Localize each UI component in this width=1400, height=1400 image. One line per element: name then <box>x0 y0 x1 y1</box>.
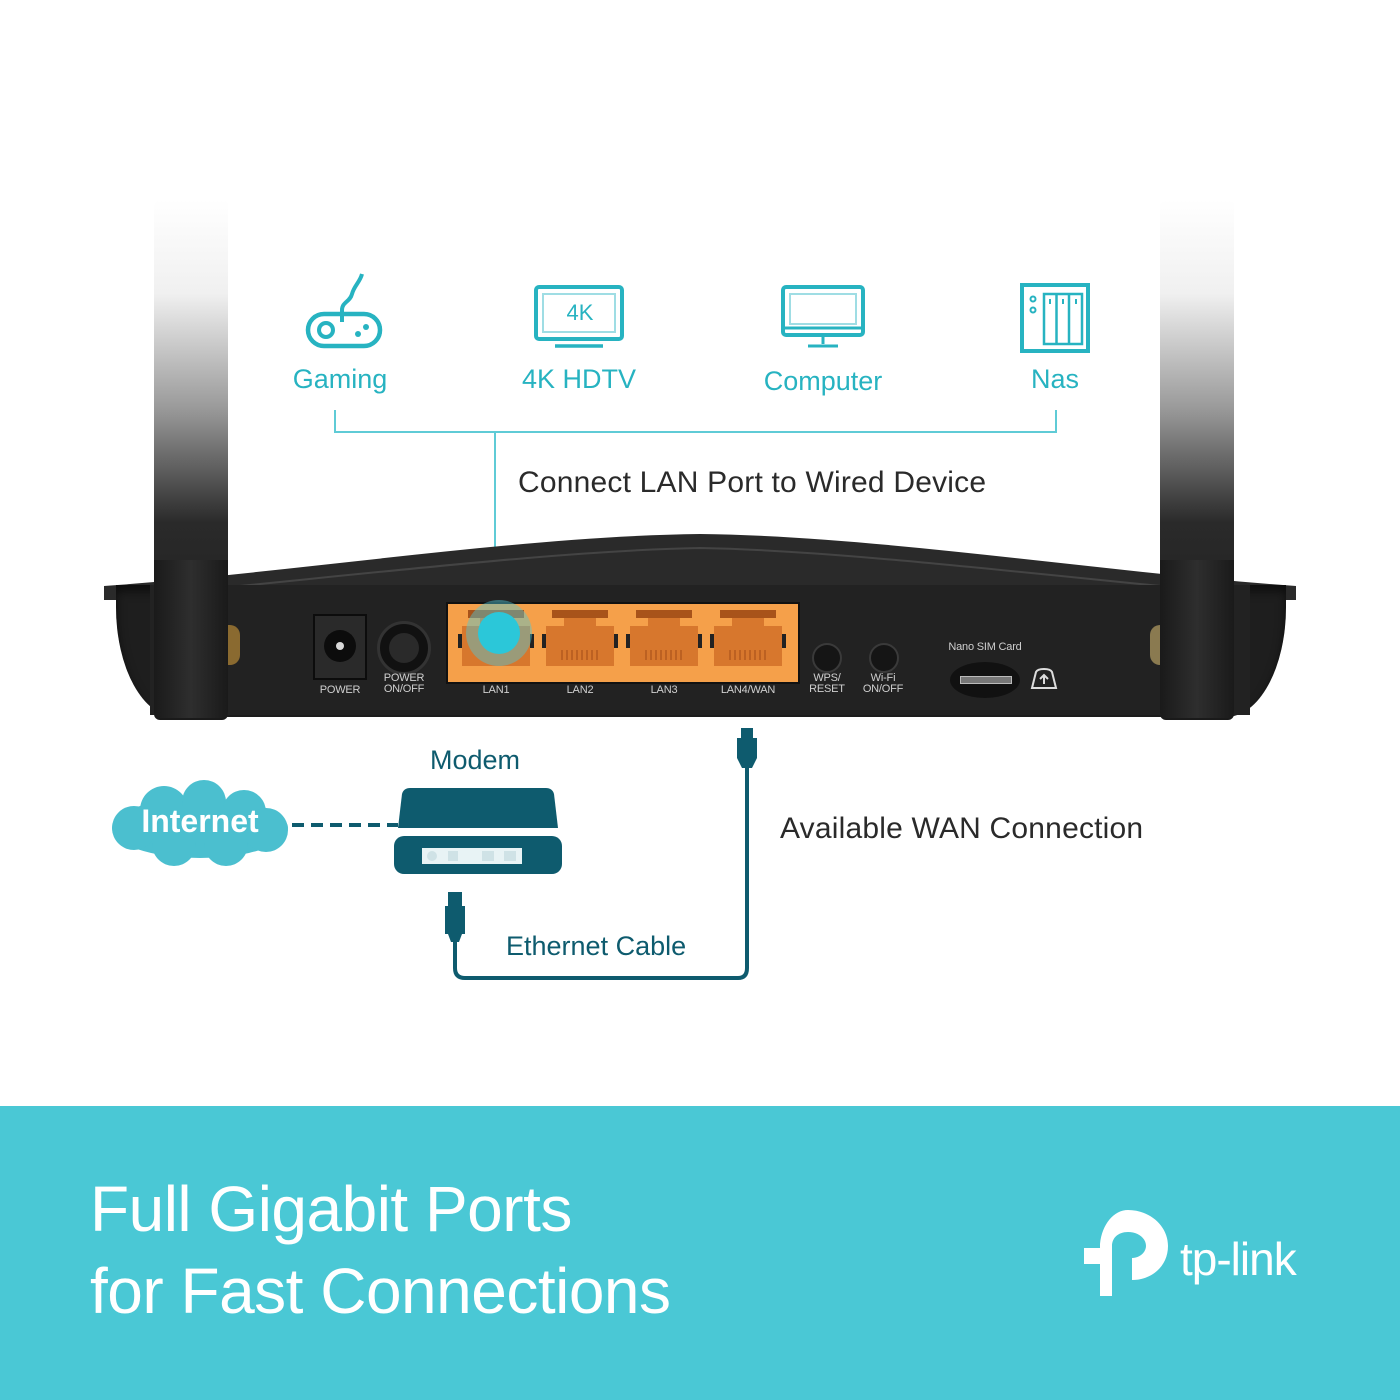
modem-label: Modem <box>429 745 521 775</box>
lan-port-lan2[interactable] <box>540 608 620 672</box>
sim-eject-icon <box>1030 668 1058 689</box>
lan-port-lan4-wan[interactable] <box>708 608 788 672</box>
antenna-connector-left <box>228 625 240 665</box>
wps-reset-button[interactable] <box>812 643 842 673</box>
antenna-right-base <box>1160 560 1234 718</box>
tp-link-logo-icon <box>1084 1210 1168 1296</box>
banner-title-line1: Full Gigabit Ports <box>90 1173 572 1245</box>
ethernet-cable <box>445 728 757 980</box>
power-button[interactable] <box>377 621 431 675</box>
ethernet-cable-label: Ethernet Cable <box>506 931 687 961</box>
device-label-4k-hdtv: 4K HDTV <box>521 364 637 394</box>
antenna-connector-right <box>1150 625 1160 665</box>
lan4-wan-label: LAN4/WAN <box>720 684 776 696</box>
nas-icon <box>1020 283 1090 353</box>
wan-caption: Available WAN Connection <box>780 812 1144 845</box>
wps-reset-label: WPS/RESET <box>809 672 845 695</box>
internet-label: Internet <box>141 803 259 839</box>
power-jack <box>313 614 367 680</box>
sim-card-slot[interactable] <box>950 662 1020 698</box>
device-label-nas: Nas <box>1030 364 1079 394</box>
gamepad-icon <box>305 273 383 349</box>
wifi-onoff-button[interactable] <box>869 643 899 673</box>
feature-banner: Full Gigabit Ports for Fast Connections … <box>0 1106 1400 1400</box>
internet-dashed-link <box>292 823 398 827</box>
device-label-computer: Computer <box>763 366 883 396</box>
lan-port-lan3[interactable] <box>624 608 704 672</box>
lan-caption: Connect LAN Port to Wired Device <box>518 466 987 499</box>
antenna-left-base <box>154 560 228 718</box>
lan2-label: LAN2 <box>566 684 594 696</box>
lan3-label: LAN3 <box>650 684 678 696</box>
power-label: POWER <box>319 684 361 696</box>
banner-title-line2: for Fast Connections <box>90 1255 671 1327</box>
modem-icon <box>394 788 562 874</box>
tv-4k-icon <box>534 285 624 348</box>
tp-link-wordmark: tp-link <box>1180 1233 1297 1285</box>
lan1-label: LAN1 <box>482 684 510 696</box>
router-lid <box>104 534 1296 600</box>
lan1-highlight-dot <box>478 612 520 654</box>
tv-4k-text: 4K <box>566 300 594 325</box>
monitor-icon <box>781 285 865 348</box>
sim-label: Nano SIM Card <box>948 641 1022 653</box>
internet-cloud-icon <box>112 780 288 866</box>
device-label-gaming: Gaming <box>292 364 388 394</box>
